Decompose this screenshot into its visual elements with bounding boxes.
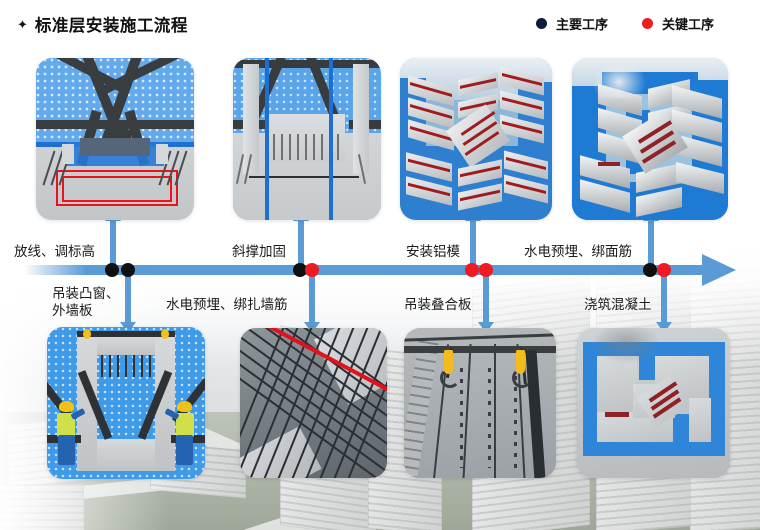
card-aluminium-formwork[interactable] [400,58,552,220]
header-bar: ✦ 标准层安装施工流程 主要工序 关键工序 [0,0,760,48]
step-label-wall-rebar: 水电预埋、绑扎墙筋 [166,297,288,312]
step-label-panel-hoisting: 吊装凸窗、 外墙板 [52,286,120,319]
card-wall-rebar[interactable] [240,328,387,478]
timeline-node-main[interactable] [121,263,135,277]
timeline-node-main[interactable] [293,263,307,277]
card-image [404,328,556,478]
red-dot-icon [641,18,653,29]
card-image [577,328,730,478]
timeline-node-main[interactable] [105,263,119,277]
timeline-node-key[interactable] [657,263,671,277]
step-label-aluminium-formwork: 安装铝模 [406,244,460,259]
card-slab-hoisting[interactable] [404,328,556,478]
worker-figure [164,401,197,467]
card-image [47,327,205,479]
card-image [36,58,194,220]
diamond-icon: ✦ [17,16,28,32]
card-setting-out[interactable] [36,58,194,220]
card-panel-hoisting[interactable] [47,327,205,479]
lifting-hook-icon [516,350,525,374]
legend-label: 关键工序 [661,17,714,32]
step-label-mep-top-rebar: 水电预埋、绑面筋 [524,244,632,259]
worker-figure [55,401,86,467]
right-arrow-icon [702,254,736,286]
lifting-hook-icon [444,350,453,374]
step-label-setting-out: 放线、调标高 [14,244,95,259]
step-label-bracing: 斜撑加固 [232,244,286,259]
timeline-node-key[interactable] [305,263,319,277]
timeline-node-key[interactable] [465,263,479,277]
legend: 主要工序 关键工序 [535,14,714,33]
legend-item-key-process: 关键工序 [641,14,714,33]
card-image [233,58,381,220]
page-title-text: 标准层安装施工流程 [34,17,188,35]
card-bracing[interactable] [233,58,381,220]
legend-label: 主要工序 [555,17,608,32]
step-label-concrete-pour: 浇筑混凝土 [584,297,652,312]
card-image [240,328,387,478]
page-title: ✦ 标准层安装施工流程 [17,12,188,36]
timeline-axis [24,265,714,275]
card-mep-top-rebar[interactable] [572,58,728,220]
card-concrete-pour[interactable] [577,328,730,478]
timeline-node-main[interactable] [643,263,657,277]
card-image [572,58,728,220]
navy-dot-icon [535,18,547,29]
card-image [400,58,552,220]
legend-item-main-process: 主要工序 [535,14,608,33]
timeline-node-key[interactable] [479,263,493,277]
step-label-slab-hoisting: 吊装叠合板 [404,297,472,312]
